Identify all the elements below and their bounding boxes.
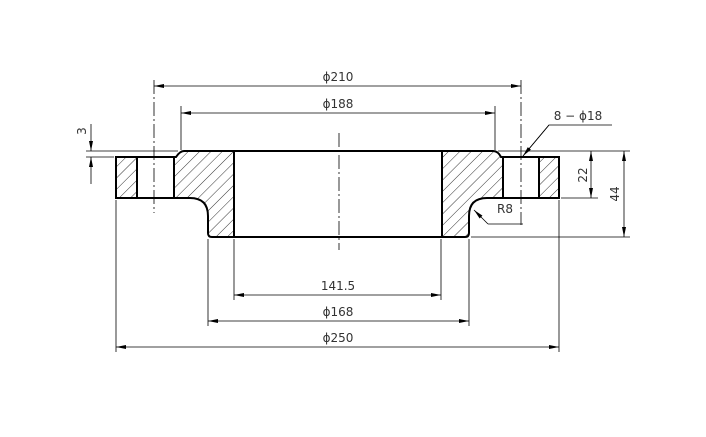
dim-hub-diameter: ϕ168 [323,305,354,319]
left-flange-section [115,156,138,199]
dim-bore: 141.5 [321,279,355,293]
extension-lines [86,106,630,352]
dimension-lines [89,84,626,349]
dim-raised-face: ϕ188 [323,97,354,111]
dim-flange-thickness: 22 [576,167,590,182]
right-flange-section [538,156,560,199]
right-hub-section [441,150,504,238]
left-hub-section [173,150,235,238]
dim-bolt-holes: 8 − ϕ18 [554,109,603,123]
dim-raised-face-height: 3 [75,127,89,135]
dim-bolt-circle: ϕ210 [323,70,354,84]
dim-outer-diameter: ϕ250 [323,331,354,345]
dim-fillet-radius: R8 [497,202,513,216]
centerlines [153,80,522,250]
dim-total-height: 44 [608,186,622,201]
outlines [137,150,539,238]
